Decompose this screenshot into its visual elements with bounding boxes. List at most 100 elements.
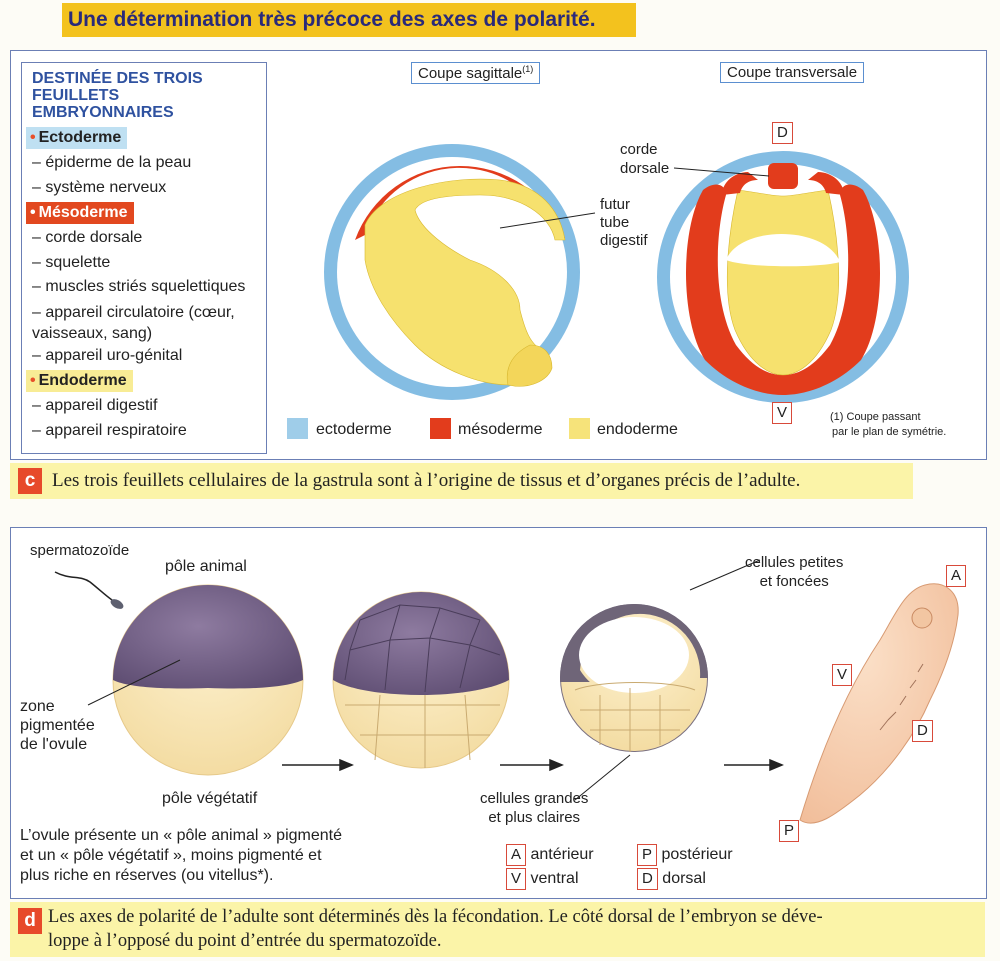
corde-pointer [673,167,770,177]
ovule-description-line: et un « pôle végétatif », moins pigmenté… [20,847,322,864]
axes-key-letter: P [637,844,658,866]
legend-box: DESTINÉE DES TROIS FEUILLETS EMBRYONNAIR… [21,62,267,454]
legend-item: – corde dorsale [32,229,143,246]
legend-item: – appareil circulatoire (cœur, [32,303,235,321]
axes-key-anterior: A antérieur [506,843,594,867]
zone-line: pigmentée [20,717,95,734]
zone-label: zone pigmentée de l'ovule [20,697,95,754]
caption-d-text: Les axes de polarité de l’adulte sont dé… [48,905,978,953]
spermatozoide-label: spermatozoïde [30,542,130,559]
legend-item: – appareil uro-génital [32,346,183,364]
axes-key-text: antérieur [530,846,594,863]
transverse-label-box: Coupe transversale [720,62,865,83]
tube-pointer [499,212,596,229]
pole-vegetatif-label: pôle végétatif [162,790,258,807]
legend-title-line: EMBRYONNAIRES [32,104,174,121]
legend-item: – muscles striés squelettiques [32,278,246,295]
axes-key-letter: V [506,868,527,890]
legend-item: – squelette [32,253,111,271]
endoderme-layer [726,189,840,376]
cellules-grandes-line: cellules grandes [480,790,589,807]
dorsal-axis-label-d: D [912,720,933,742]
cellules-petites-line: cellules petites [745,554,844,571]
cellules-grandes-label: cellules grandes et plus claires [480,789,588,827]
mesoderme-heading: •Mésoderme [26,202,134,224]
axes-key-letter: A [506,844,527,866]
legend-item: – système nerveux [32,178,167,196]
zone-line: de l'ovule [20,736,88,753]
axes-key-text: ventral [530,870,579,887]
somite-right [808,172,844,195]
footnote-line: (1) Coupe passant [830,411,921,423]
futur-tube-line: tube [600,214,630,231]
cellules-grandes-line: et plus claires [488,809,581,826]
page-title: Une détermination très précoce des axes … [62,3,636,37]
tailbud-embryo [799,583,959,824]
pole-animal-label: pôle animal [165,558,247,575]
corde-line: dorsale [620,160,670,177]
sagittal-sup: (1) [522,64,534,74]
key-swatch-mesoderme [430,418,451,439]
caption-d-line: loppe à l’opposé du point d’entrée du sp… [48,931,442,951]
blastula [560,559,761,801]
key-label-ectoderme: ectoderme [316,421,392,438]
axes-key-letter: D [637,868,658,890]
cellules-petites-line: et foncées [759,573,829,590]
ovule [87,584,304,776]
somite-left [722,172,758,195]
key-label-mesoderme: mésoderme [458,421,543,438]
posterior-axis-label: P [779,820,800,842]
axes-key-right: P postérieur D dorsal [637,843,733,891]
futur-tube-line: digestif [600,232,648,249]
legend-title-line: FEUILLETS [32,87,120,104]
spermatozoide-drawing [54,571,124,609]
caption-c-letter: c [18,468,42,494]
legend-item: vaisseaux, sang) [32,324,153,342]
corde-label: corde dorsale [620,140,669,178]
ventral-axis-label: V [772,402,793,424]
futur-tube-line: futur [600,196,631,213]
endoderme-label: Endoderme [38,372,127,389]
caption-d: d Les axes de polarité de l’adulte sont … [10,902,985,957]
endoderme-heading: •Endoderme [26,370,133,392]
segmented-egg [332,591,510,769]
mesoderme-layer [685,184,881,395]
archenteron [726,233,840,267]
sagittal-label-box: Coupe sagittale(1) [411,62,541,84]
ectoderme-heading: •Ectoderme [26,127,128,149]
axes-key-text: dorsal [662,870,706,887]
futur-tube-label: futur tube digestif [600,196,648,250]
legend-item: – appareil respiratoire [32,421,187,439]
cellules-petites-label: cellules petites et foncées [745,553,843,591]
caption-c-text: Les trois feuillets cellulaires de la ga… [52,470,801,491]
blastopore-lip [506,344,553,387]
sagittal-label: Coupe sagittale [418,65,523,82]
key-swatch-endoderme [569,418,590,439]
zone-line: zone [20,698,55,715]
corde-dorsale-shape [768,163,798,189]
panel-d-diagrams [54,559,959,824]
ventral-axis-label-d: V [832,664,853,686]
sagittal-section [324,144,596,400]
endoderme-layer [364,178,566,386]
transverse-section [657,151,909,403]
key-label-endoderme: endoderme [597,421,678,438]
caption-d-line: Les axes de polarité de l’adulte sont dé… [48,907,823,927]
ovule-description-line: L’ovule présente un « pôle animal » pigm… [20,827,342,844]
anterior-axis-label: A [946,565,967,587]
mesoderme-label: Mésoderme [38,204,128,221]
axes-key-left: A antérieur V ventral [506,843,594,891]
legend-item: – épiderme de la peau [32,154,192,171]
axes-key-posterior: P postérieur [637,843,733,867]
key-swatch-ectoderme [287,418,308,439]
legend-item: – appareil digestif [32,397,158,414]
arrows [282,758,784,772]
ovule-description: L’ovule présente un « pôle animal » pigm… [20,826,342,886]
ectoderme-label: Ectoderme [38,129,122,146]
ovule-description-line: plus riche en réserves (ou vitellus*). [20,867,274,884]
dorsal-axis-label: D [772,122,793,144]
legend-title-line: DESTINÉE DES TROIS [32,70,203,87]
caption-d-letter: d [18,908,42,934]
axes-key-text: postérieur [661,846,733,863]
panel-c-diagrams [287,144,909,439]
